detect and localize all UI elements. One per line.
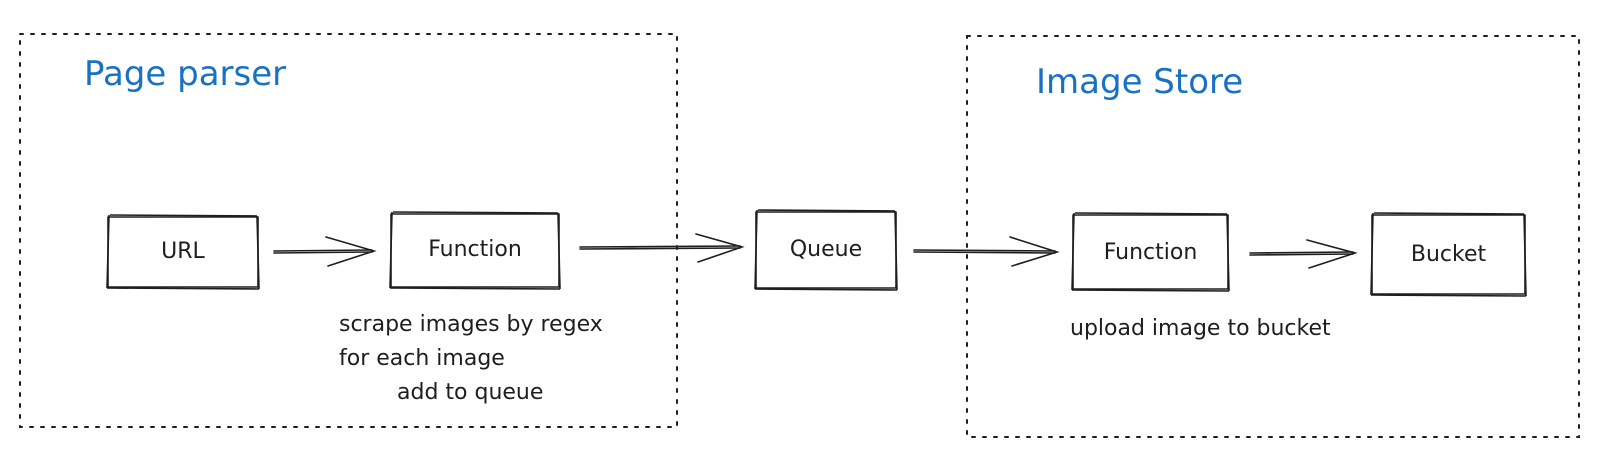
parser-note-line-1: scrape images by regex	[339, 312, 603, 337]
arrow-url-to-function	[273, 236, 377, 267]
page-parser-title: Page parser	[84, 54, 287, 94]
parser-note: scrape images by regex for each image ad…	[339, 308, 603, 410]
queue-node-box	[754, 209, 898, 291]
image-store-region	[966, 35, 1580, 438]
arrow-function-to-queue	[579, 233, 745, 263]
image-store-title: Image Store	[1036, 62, 1244, 102]
bucket-node-label: Bucket	[1410, 242, 1487, 267]
queue-node-label: Queue	[789, 237, 863, 262]
url-node-box	[106, 214, 260, 290]
store-note: upload image to bucket	[1070, 312, 1331, 346]
parser-note-line-2: for each image	[339, 346, 505, 371]
url-node-label: URL	[161, 239, 205, 264]
arrow-queue-to-function	[913, 236, 1060, 267]
parser-function-node-label: Function	[428, 237, 522, 262]
page-parser-region	[19, 33, 678, 428]
parser-function-node-box	[389, 211, 561, 290]
bucket-node-box	[1370, 212, 1527, 297]
store-function-node-box	[1071, 212, 1230, 292]
store-note-line-1: upload image to bucket	[1070, 316, 1331, 341]
parser-note-line-3: add to queue	[397, 380, 544, 405]
store-function-node-label: Function	[1103, 240, 1198, 265]
arrow-function-to-bucket	[1249, 239, 1358, 269]
